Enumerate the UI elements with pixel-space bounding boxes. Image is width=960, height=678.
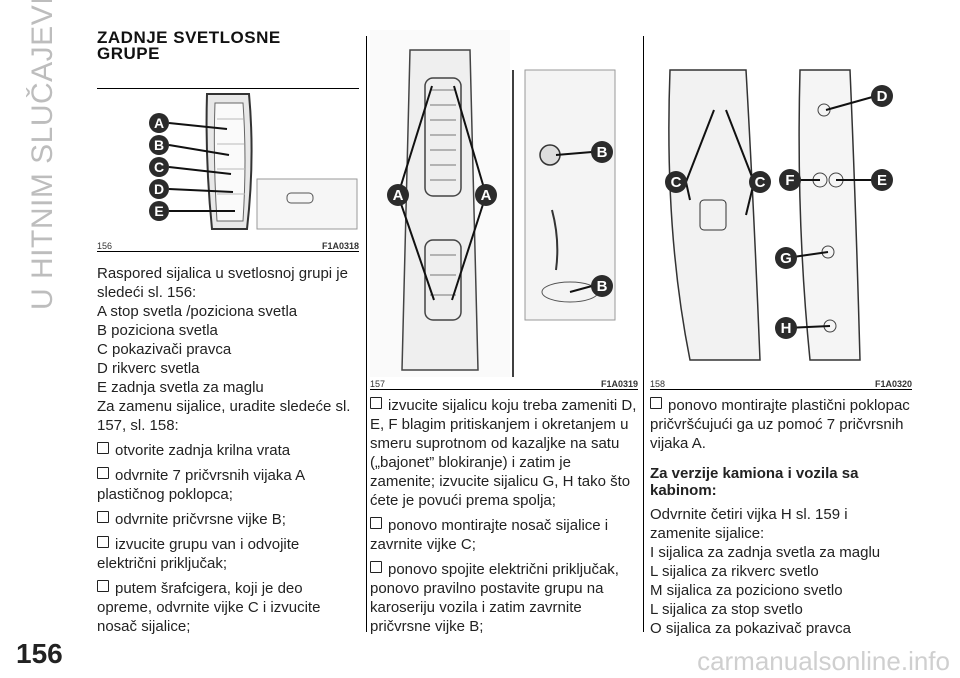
text-line: I sijalica za zadnja svetla za maglu bbox=[650, 544, 881, 561]
svg-text:B: B bbox=[597, 144, 608, 161]
svg-text:C: C bbox=[755, 174, 766, 191]
body-text: Raspored sijalica u svetlosnoj grupi je … bbox=[97, 264, 359, 636]
bullet-item: odvrnite pričvrsne vijke B; bbox=[97, 510, 359, 529]
checkbox-bullet-icon bbox=[370, 517, 382, 529]
svg-text:C: C bbox=[671, 174, 682, 191]
checkbox-bullet-icon bbox=[370, 397, 382, 409]
text-line: Raspored sijalica u svetlosnoj grupi je … bbox=[97, 265, 348, 301]
body-text: ponovo montirajte plastični poklopac pri… bbox=[650, 396, 912, 638]
text-line: A stop svetla /poziciona svetla bbox=[97, 303, 298, 320]
figure-code: F1A0319 bbox=[600, 379, 638, 389]
bullet-item: otvorite zadnja krilna vrata bbox=[97, 441, 359, 460]
figure-code: F1A0320 bbox=[874, 379, 912, 389]
svg-text:B: B bbox=[597, 278, 608, 295]
checkbox-bullet-icon bbox=[97, 442, 109, 454]
page-number: 156 bbox=[16, 638, 63, 669]
bullet-item: odvrnite 7 pričvrsnih vijaka A plastično… bbox=[97, 467, 305, 503]
text-line: L sijalica za stop svetlo bbox=[650, 601, 803, 618]
svg-text:H: H bbox=[781, 320, 792, 337]
callout-labels: A A B B bbox=[387, 141, 613, 297]
svg-text:E: E bbox=[154, 203, 163, 219]
svg-text:G: G bbox=[780, 250, 792, 267]
bullet-item: ponovo spojite električni priključak, po… bbox=[370, 561, 619, 635]
bullet-item: izvucite grupu van i odvojite električni… bbox=[97, 536, 300, 572]
column-1: ZADNJE SVETLOSNE GRUPE A B C D E 156 F1A0… bbox=[97, 28, 359, 636]
text-line: B poziciona svetla bbox=[97, 322, 218, 339]
svg-text:F: F bbox=[785, 172, 794, 189]
svg-text:D: D bbox=[154, 181, 164, 197]
tail-light-illustration: A B C D E bbox=[149, 93, 358, 230]
text-line: O sijalica za pokazivač pravca bbox=[650, 620, 851, 637]
text-line: C pokazivači pravca bbox=[97, 341, 232, 358]
watermark: carmanualsonline.info bbox=[697, 646, 950, 676]
checkbox-bullet-icon bbox=[370, 561, 382, 573]
figure-number: 158 bbox=[650, 379, 666, 389]
bullet-item: ponovo montirajte plastični poklopac pri… bbox=[650, 397, 910, 452]
body-text: izvucite sijalicu koju treba zameniti D,… bbox=[370, 396, 638, 636]
figure-156: A B C D E 156 F1A0318 bbox=[97, 88, 359, 252]
checkbox-bullet-icon bbox=[97, 580, 109, 592]
text-line: D rikverc svetla bbox=[97, 360, 200, 377]
checkbox-bullet-icon bbox=[97, 511, 109, 523]
svg-text:A: A bbox=[154, 115, 164, 131]
callout-labels: A B C D E bbox=[149, 113, 169, 221]
svg-text:A: A bbox=[481, 187, 492, 204]
figure-157: A A B B 157 F1A0319 bbox=[370, 30, 638, 390]
text-line: L sijalica za rikverc svetlo bbox=[650, 563, 819, 580]
column-2: A A B B 157 F1A0319 izvucite sijalicu koj… bbox=[370, 30, 638, 636]
bullet-item: ponovo montirajte nosač sijalice i zavrn… bbox=[370, 517, 609, 553]
text-line: Odvrnite četiri vijka H sl. 159 i zameni… bbox=[650, 506, 848, 542]
bullet-item: putem šrafcigera, koji je deo opreme, od… bbox=[97, 580, 321, 635]
bulb-holder-illustration: D C C F E G H bbox=[665, 69, 893, 361]
figure-number: 156 bbox=[97, 241, 113, 251]
svg-text:C: C bbox=[154, 159, 164, 175]
text-line: E zadnja svetla za maglu bbox=[97, 379, 264, 396]
column-3: D C C F E G H 158 F1A0320 ponovo montiraj… bbox=[650, 30, 912, 638]
svg-text:E: E bbox=[877, 172, 887, 189]
figure-code: F1A0318 bbox=[321, 241, 359, 251]
lamp-housing-illustration: A A B B bbox=[370, 30, 616, 377]
figure-158: D C C F E G H 158 F1A0320 bbox=[650, 30, 912, 390]
bullet-item: izvucite sijalicu koju treba zameniti D,… bbox=[370, 397, 637, 509]
section-side-title: U HITNIM SLUČAJEVIMA bbox=[26, 0, 59, 310]
svg-text:B: B bbox=[154, 137, 164, 153]
figure-number: 157 bbox=[370, 379, 386, 389]
svg-text:D: D bbox=[877, 88, 888, 105]
text-line: Za zamenu sijalice, uradite sledeće sl. … bbox=[97, 398, 351, 434]
checkbox-bullet-icon bbox=[97, 467, 109, 479]
svg-text:A: A bbox=[393, 187, 404, 204]
text-line: M sijalica za poziciono svetlo bbox=[650, 582, 843, 599]
column-divider bbox=[643, 36, 644, 632]
checkbox-bullet-icon bbox=[97, 536, 109, 548]
column-divider bbox=[366, 36, 367, 632]
subheading: Za verzije kamiona i vozila sa kabinom: bbox=[650, 465, 859, 499]
callout-labels: D C C F E G H bbox=[665, 85, 893, 339]
section-heading: ZADNJE SVETLOSNE GRUPE bbox=[97, 28, 281, 63]
checkbox-bullet-icon bbox=[650, 397, 662, 409]
